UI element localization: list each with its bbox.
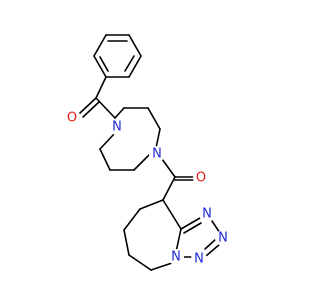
bond: [95, 97, 116, 119]
atom-n-tetrazole-3: N: [191, 251, 207, 267]
bond: [124, 55, 135, 72]
bond: [161, 158, 176, 178]
atom-label: N: [194, 252, 204, 267]
bond: [204, 238, 217, 250]
atom-label: N: [202, 207, 212, 222]
atom-label: N: [171, 250, 181, 265]
azepane-ring: [123, 199, 182, 271]
benzene-ring: [93, 34, 142, 78]
structure-canvas: O N N O N N N N: [64, 34, 231, 271]
atom-label: N: [152, 147, 162, 162]
piperazine-ring: [99, 107, 161, 171]
bond: [95, 76, 107, 99]
bond: [183, 222, 202, 234]
atom-label: N: [112, 120, 122, 135]
tetrazole-ring: [180, 217, 221, 258]
atom-o-amide: O: [193, 170, 209, 186]
atom-label: O: [196, 171, 206, 186]
bond: [139, 199, 164, 210]
bond: [211, 220, 221, 234]
bond: [155, 128, 161, 149]
atom-n-tetrazole-1: N: [199, 206, 215, 222]
bond: [128, 254, 152, 271]
bond: [128, 55, 142, 78]
bond: [93, 55, 107, 78]
bond: [99, 132, 116, 150]
bond: [99, 56, 109, 72]
bond: [162, 176, 176, 201]
bond: [123, 229, 130, 256]
bond: [175, 228, 182, 253]
bond: [114, 107, 125, 119]
bond: [128, 34, 142, 57]
atom-label: O: [67, 111, 77, 126]
bond: [93, 34, 107, 57]
bond: [82, 101, 100, 118]
bond: [205, 243, 221, 257]
bond: [147, 107, 161, 130]
bond: [79, 97, 97, 114]
chemical-structure-diagram: O N N O N N N N: [64, 34, 231, 271]
atom-o-benzoyl: O: [64, 110, 80, 126]
atom-n-piperazine-top: N: [109, 119, 125, 135]
bond: [99, 148, 111, 171]
bond: [162, 199, 182, 230]
atom-label: N: [218, 231, 228, 246]
bond: [180, 217, 201, 230]
atom-n-tetrazole-2: N: [215, 230, 231, 246]
atom-n-bridgehead: N: [168, 249, 184, 265]
bond: [150, 262, 173, 271]
atom-n-piperazine-bottom: N: [149, 146, 165, 162]
bond: [123, 208, 141, 231]
